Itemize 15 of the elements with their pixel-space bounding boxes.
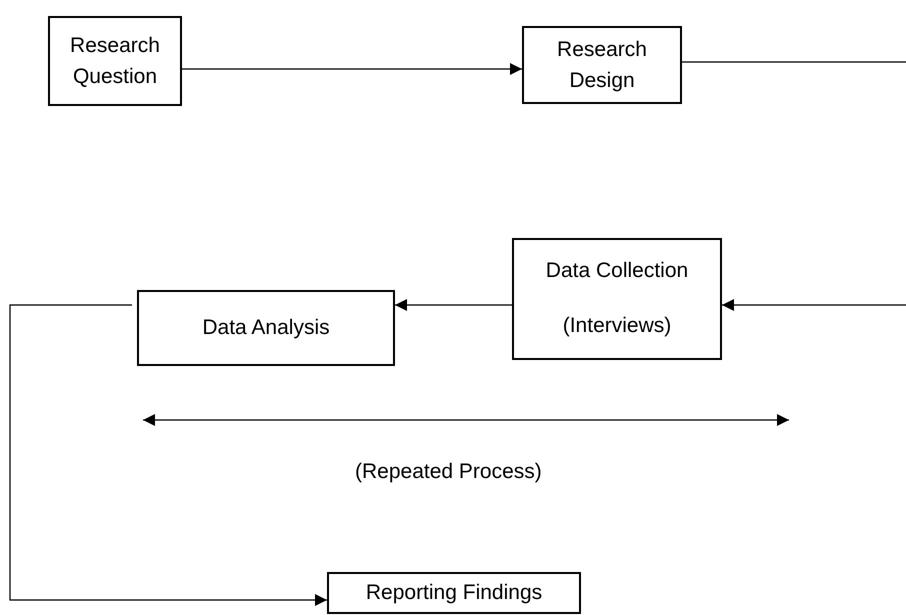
process-box (512, 238, 722, 360)
process-note: (Repeated Process) (355, 459, 542, 485)
process-box (522, 26, 682, 104)
box-label: Research Design (556, 36, 648, 94)
box-label: Data Collection (Interviews) (544, 258, 690, 339)
box-label: Research Question (69, 32, 161, 90)
box-label: Data Analysis (202, 315, 330, 342)
arrow (182, 63, 522, 75)
box-label: Reporting Findings (366, 580, 542, 606)
arrow (9, 304, 327, 606)
process-box (327, 572, 581, 614)
arrow (722, 299, 906, 311)
process-box (48, 16, 182, 106)
arrow (395, 299, 512, 311)
process-box (137, 290, 395, 366)
